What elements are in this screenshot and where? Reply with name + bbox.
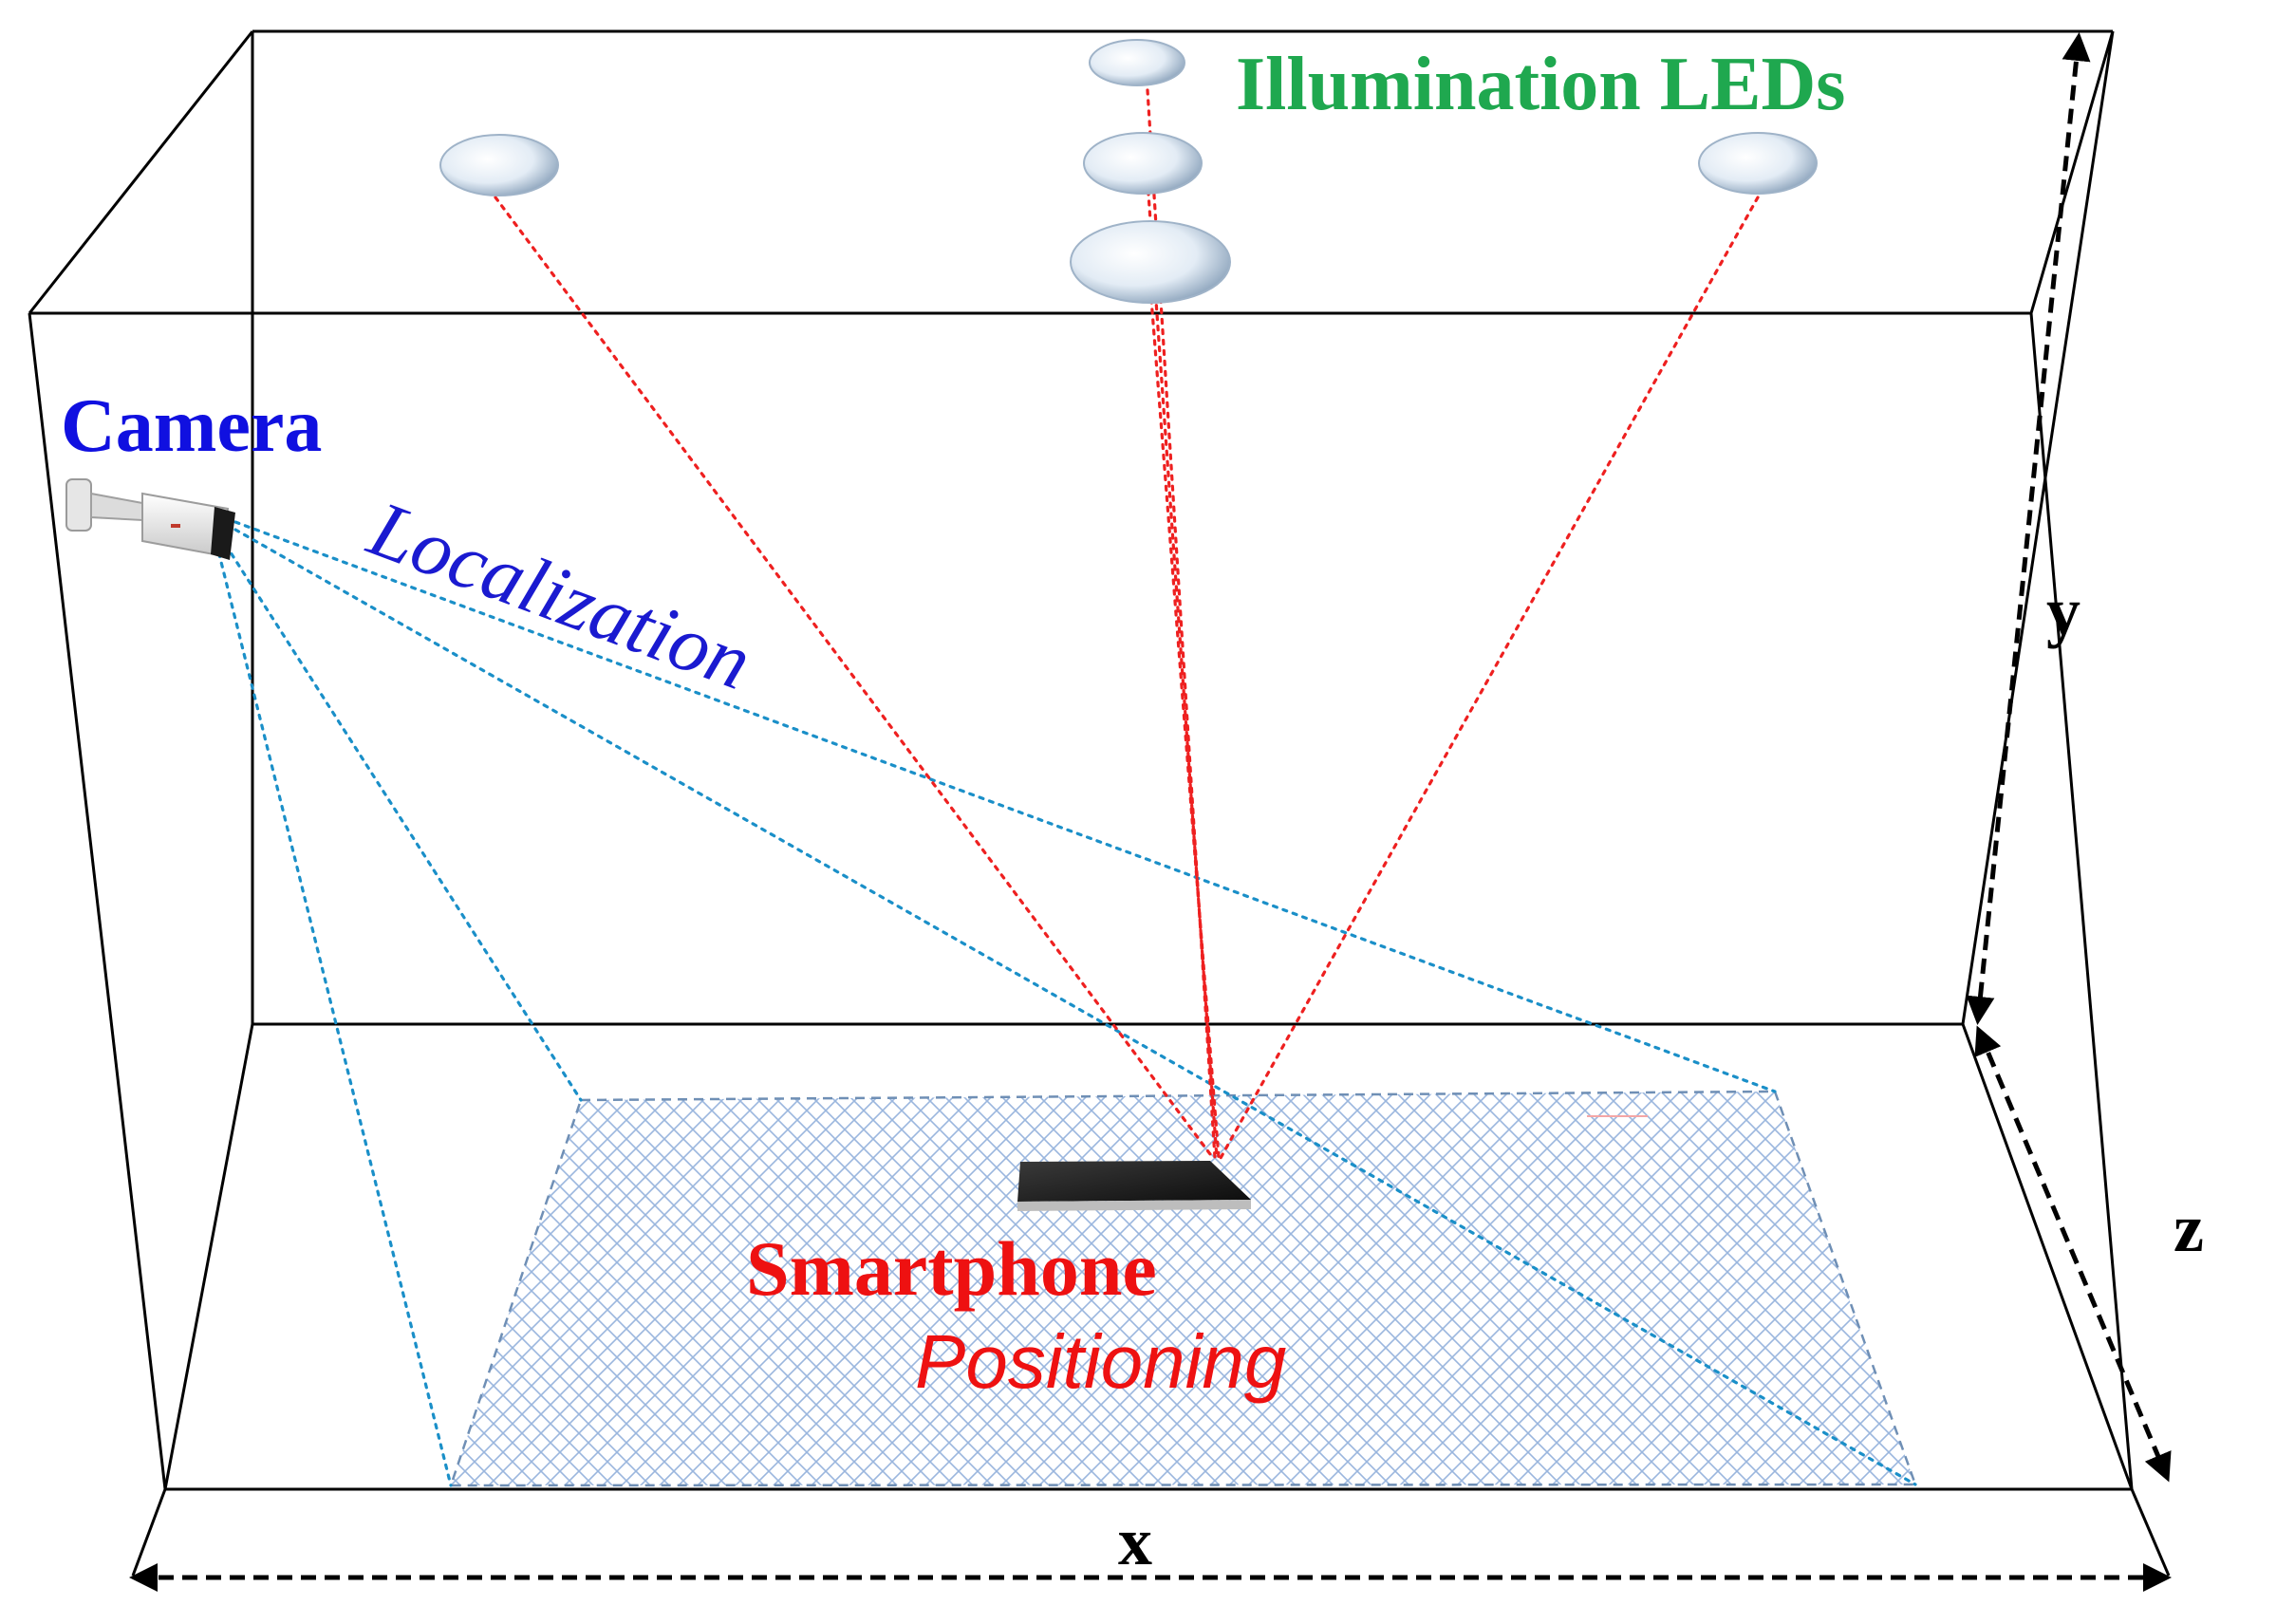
surveillance-camera-icon [65,478,235,560]
localization-label: Localization [357,484,762,707]
dimension-arrow-y [1966,32,2091,1025]
smartphone-icon [1017,1115,1648,1211]
axis-z-label: z [2174,1190,2204,1266]
led-lamp-icon [1083,132,1203,195]
axis-x-label: x [1118,1503,1152,1579]
smartphone-label: Smartphone [746,1225,1157,1312]
camera-localization-rays [215,520,1917,1487]
leds-label: Illumination LEDs [1236,43,1845,126]
led-lamp-icon [1070,220,1231,304]
led-lamp-icon [1698,132,1818,195]
positioning-label: Positioning [915,1319,1286,1404]
led-lamp-icon [1089,39,1185,86]
positioning-coverage-area [449,1090,1917,1487]
dimension-arrow-z [1974,1025,2172,1483]
axis-y-label: y [2046,573,2080,649]
camera-label: Camera [61,384,322,468]
led-lamp-icon [439,134,559,196]
